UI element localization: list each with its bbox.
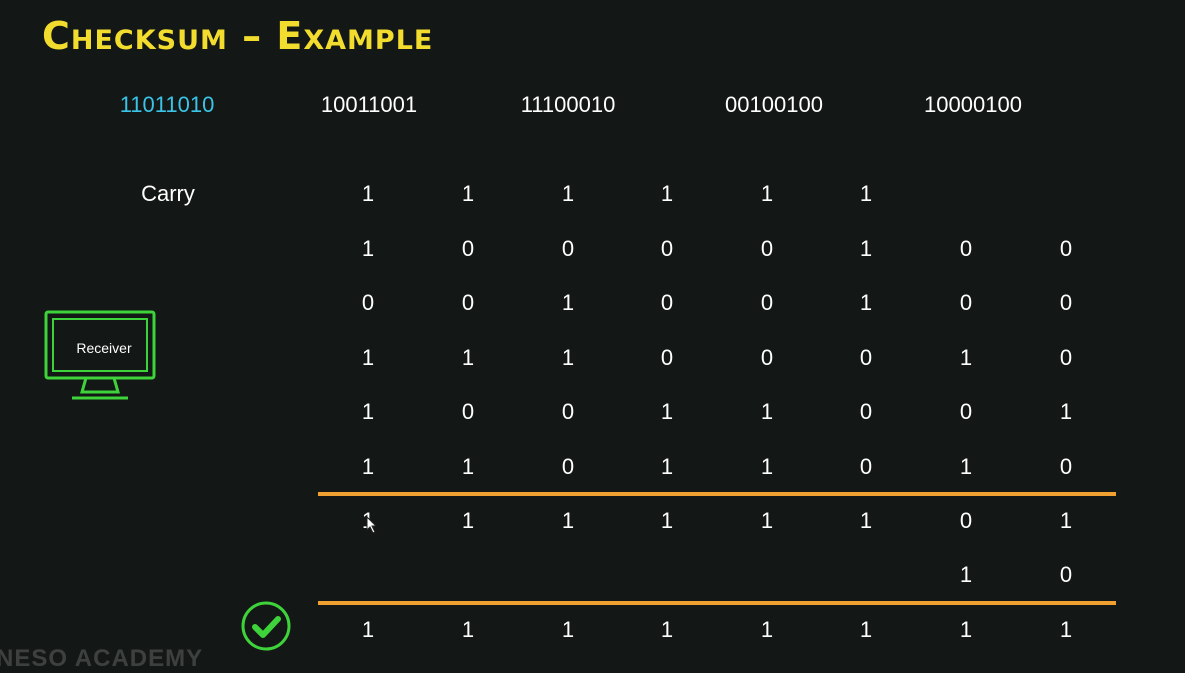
- partial-sum-bit: 1: [660, 508, 674, 533]
- addend-bit: 0: [859, 399, 873, 424]
- addend-bit: 0: [760, 236, 774, 261]
- mouse-cursor-icon: [366, 516, 378, 534]
- carry-bit: 1: [461, 181, 475, 206]
- addend-bit: 0: [959, 290, 973, 315]
- addend-bit: 1: [561, 290, 575, 315]
- addend-bit: 0: [1059, 236, 1073, 261]
- addend-bit: 1: [660, 399, 674, 424]
- addend-bit: 0: [959, 236, 973, 261]
- addend-bit: 1: [959, 345, 973, 370]
- addend-bit: 0: [461, 236, 475, 261]
- addend-bit: 0: [361, 290, 375, 315]
- addend-bit: 0: [1059, 290, 1073, 315]
- addend-bit: 0: [660, 290, 674, 315]
- addend-bit: 1: [859, 290, 873, 315]
- carry-bit: 1: [361, 181, 375, 206]
- addend-bit: 0: [461, 399, 475, 424]
- addend-bit: 1: [1059, 399, 1073, 424]
- addend-bit: 1: [361, 454, 375, 479]
- addend-bit: 0: [660, 345, 674, 370]
- partial-sum-bit: 1: [859, 508, 873, 533]
- final-sum-bit: 1: [461, 617, 475, 642]
- addend-bit: 0: [1059, 454, 1073, 479]
- page-title: Checksum – Example: [42, 14, 434, 58]
- final-sum-bit: 1: [959, 617, 973, 642]
- final-sum-bit: 1: [1059, 617, 1073, 642]
- addend-bit: 0: [561, 399, 575, 424]
- final-sum-bit: 1: [660, 617, 674, 642]
- codeword: 10000100: [924, 92, 1022, 117]
- addend-bit: 0: [760, 290, 774, 315]
- carry-bit: 1: [561, 181, 575, 206]
- carry-bit: 1: [660, 181, 674, 206]
- partial-sum-bit: 1: [760, 508, 774, 533]
- check-circle-icon: [241, 601, 291, 651]
- monitor-icon: [44, 310, 156, 400]
- addend-bit: 1: [361, 236, 375, 261]
- addend-bit: 0: [561, 454, 575, 479]
- receiver-label: Receiver: [76, 340, 132, 356]
- addend-bit: 1: [561, 345, 575, 370]
- final-sum-bit: 1: [859, 617, 873, 642]
- addend-bit: 0: [760, 345, 774, 370]
- wrap-carry-bit: 0: [1059, 562, 1073, 587]
- addend-bit: 0: [859, 454, 873, 479]
- addend-bit: 0: [461, 290, 475, 315]
- codeword: 00100100: [725, 92, 823, 117]
- sum-rule-1: [318, 492, 1116, 496]
- final-sum-bit: 1: [561, 617, 575, 642]
- partial-sum-bit: 1: [461, 508, 475, 533]
- addend-bit: 1: [361, 345, 375, 370]
- final-sum-bit: 1: [361, 617, 375, 642]
- partial-sum-bit: 1: [561, 508, 575, 533]
- addend-bit: 1: [859, 236, 873, 261]
- partial-sum-bit: 0: [959, 508, 973, 533]
- partial-sum-bit: 1: [1059, 508, 1073, 533]
- addend-bit: 1: [361, 399, 375, 424]
- addend-bit: 0: [561, 236, 575, 261]
- watermark: NESO ACADEMY: [0, 645, 204, 672]
- wrap-carry-bit: 1: [959, 562, 973, 587]
- codeword: 11100010: [520, 92, 616, 117]
- final-sum-bit: 1: [760, 617, 774, 642]
- addend-bit: 0: [859, 345, 873, 370]
- addend-bit: 0: [959, 399, 973, 424]
- carry-bit: 1: [760, 181, 774, 206]
- addend-bit: 0: [660, 236, 674, 261]
- addend-bit: 1: [660, 454, 674, 479]
- sum-rule-2: [318, 601, 1116, 605]
- carry-bit: 1: [859, 181, 873, 206]
- addend-bit: 1: [760, 454, 774, 479]
- addend-bit: 1: [461, 345, 475, 370]
- addend-bit: 1: [760, 399, 774, 424]
- codeword: 10011001: [320, 92, 418, 117]
- addend-bit: 0: [1059, 345, 1073, 370]
- codeword: 11011010: [119, 92, 215, 117]
- addend-bit: 1: [461, 454, 475, 479]
- carry-label: Carry: [141, 181, 195, 206]
- addend-bit: 1: [959, 454, 973, 479]
